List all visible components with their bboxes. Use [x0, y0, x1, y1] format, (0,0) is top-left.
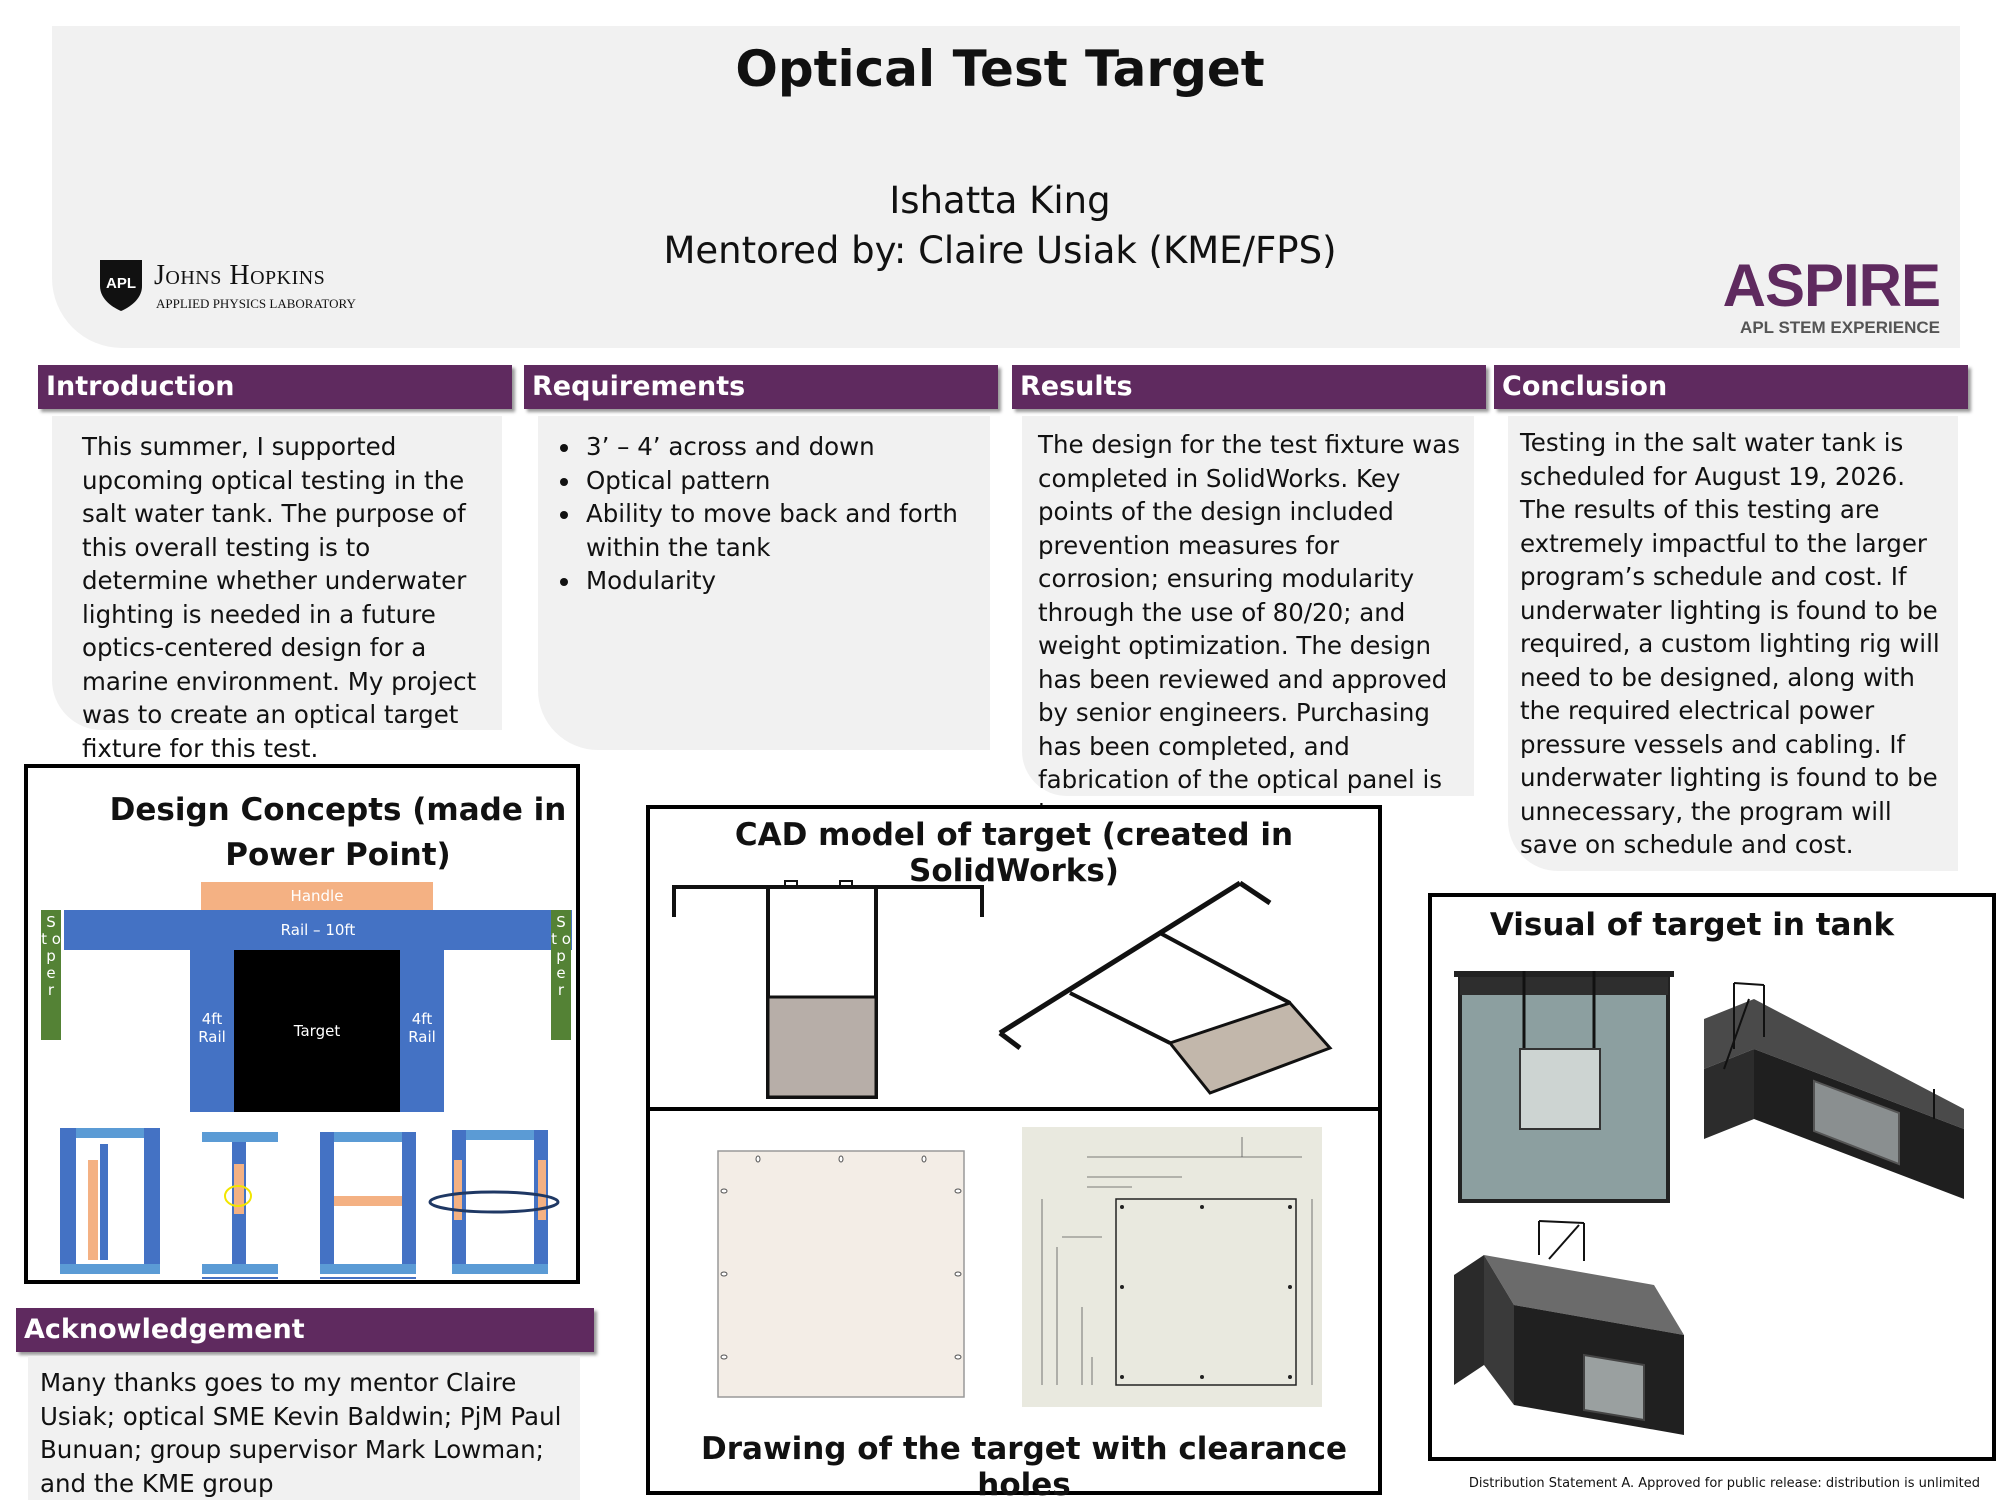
- cad-iso-view: [998, 880, 1333, 1095]
- left-side-rail: 4ft Rail: [190, 950, 234, 1112]
- concept-variant-3: [320, 1132, 416, 1279]
- author-name: Ishatta King: [889, 179, 1111, 222]
- left-stopper-label: S t o p e r: [41, 913, 61, 999]
- jhu-sub: APPLIED PHYSICS LABORATORY: [156, 296, 356, 311]
- concept-variant-2: [202, 1132, 278, 1279]
- cad-title: CAD model of target (created in SolidWor…: [734, 817, 1294, 889]
- results-panel: The design for the test fixture was comp…: [1022, 416, 1474, 828]
- tank-open-view: [1454, 1220, 1684, 1435]
- requirement-item: 3’ – 4’ across and down: [582, 430, 978, 464]
- left-rail-label: 4ft Rail: [198, 1010, 226, 1046]
- dimensioned-drawing: [1022, 1127, 1322, 1407]
- introduction-panel: This summer, I supported upcoming optica…: [52, 416, 502, 763]
- acknowledgement-text: Many thanks goes to my mentor Claire Usi…: [40, 1368, 562, 1498]
- requirements-heading: Requirements: [524, 365, 998, 409]
- top-rail-label: Rail – 10ft: [280, 921, 356, 939]
- visual-tank-box: Visual of target in tank: [1428, 893, 1996, 1461]
- acknowledgement-heading: Acknowledgement: [16, 1308, 594, 1352]
- drawing-caption: Drawing of the target with clearance hol…: [701, 1431, 1347, 1503]
- apl-shield-icon: APL: [100, 260, 142, 311]
- target-panel-drawing: [717, 1150, 965, 1398]
- handle-bar: Handle: [201, 882, 433, 910]
- cad-box: CAD model of target (created in SolidWor…: [646, 805, 1382, 1503]
- results-text: The design for the test fixture was comp…: [1038, 430, 1461, 828]
- left-stopper: S t o p e r: [41, 910, 61, 1040]
- results-heading: Results: [1012, 365, 1486, 409]
- requirement-item: Optical pattern: [582, 464, 978, 498]
- aspire-sub: APL STEM EXPERIENCE: [1740, 318, 1940, 337]
- distribution-statement: Distribution Statement A. Approved for p…: [1468, 1476, 1980, 1491]
- acknowledgement-panel: Many thanks goes to my mentor Claire Usi…: [28, 1356, 580, 1500]
- requirements-list: 3’ – 4’ across and down Optical pattern …: [552, 430, 978, 598]
- svg-text:APL: APL: [106, 275, 136, 292]
- design-concepts-box: Design Concepts (made in Power Point) Ha…: [24, 764, 580, 1284]
- design-concepts-title: Design Concepts (made in Power Point): [109, 792, 567, 873]
- right-stopper-label: S t o p e r: [551, 913, 571, 999]
- mentor-line: Mentored by: Claire Usiak (KME/FPS): [663, 229, 1337, 272]
- requirement-item: Modularity: [582, 564, 978, 598]
- concept-variants-sketch: [60, 1128, 560, 1279]
- introduction-heading: Introduction: [38, 365, 512, 409]
- tank-front-view: [1454, 971, 1674, 1203]
- aspire-name: ASPIRE: [1722, 252, 1941, 319]
- right-stopper: S t o p e r: [551, 910, 571, 1040]
- handle-label: Handle: [290, 887, 344, 905]
- cad-divider: [650, 1107, 1378, 1111]
- cad-front-view: [672, 880, 984, 1099]
- conclusion-text: Testing in the salt water tank is schedu…: [1520, 428, 1940, 859]
- top-rail: Rail – 10ft: [64, 910, 572, 950]
- concept-variant-1: [60, 1128, 160, 1274]
- conclusion-panel: Testing in the salt water tank is schedu…: [1508, 416, 1958, 871]
- tank-iso-view: [1704, 982, 1964, 1199]
- right-side-rail: 4ft Rail: [400, 950, 444, 1112]
- requirements-panel: 3’ – 4’ across and down Optical pattern …: [538, 416, 990, 750]
- concept-variant-4: [428, 1130, 560, 1274]
- jhu-apl-logo: APL Johns Hopkins APPLIED PHYSICS LABORA…: [98, 258, 388, 314]
- introduction-text: This summer, I supported upcoming optica…: [82, 432, 477, 763]
- target-panel: Target: [234, 950, 400, 1112]
- header-banner: [52, 26, 1960, 348]
- jhu-name: Johns Hopkins: [154, 260, 326, 291]
- right-rail-label: 4ft Rail: [408, 1010, 436, 1046]
- conclusion-heading: Conclusion: [1494, 365, 1968, 409]
- visual-title: Visual of target in tank: [1489, 907, 1895, 943]
- poster-title: Optical Test Target: [735, 40, 1265, 98]
- target-label: Target: [293, 1022, 341, 1040]
- aspire-logo: ASPIRE APL STEM EXPERIENCE: [1700, 252, 1941, 340]
- author-block: Ishatta King Mentored by: Claire Usiak (…: [0, 176, 2000, 276]
- requirement-item: Ability to move back and forth within th…: [582, 497, 978, 564]
